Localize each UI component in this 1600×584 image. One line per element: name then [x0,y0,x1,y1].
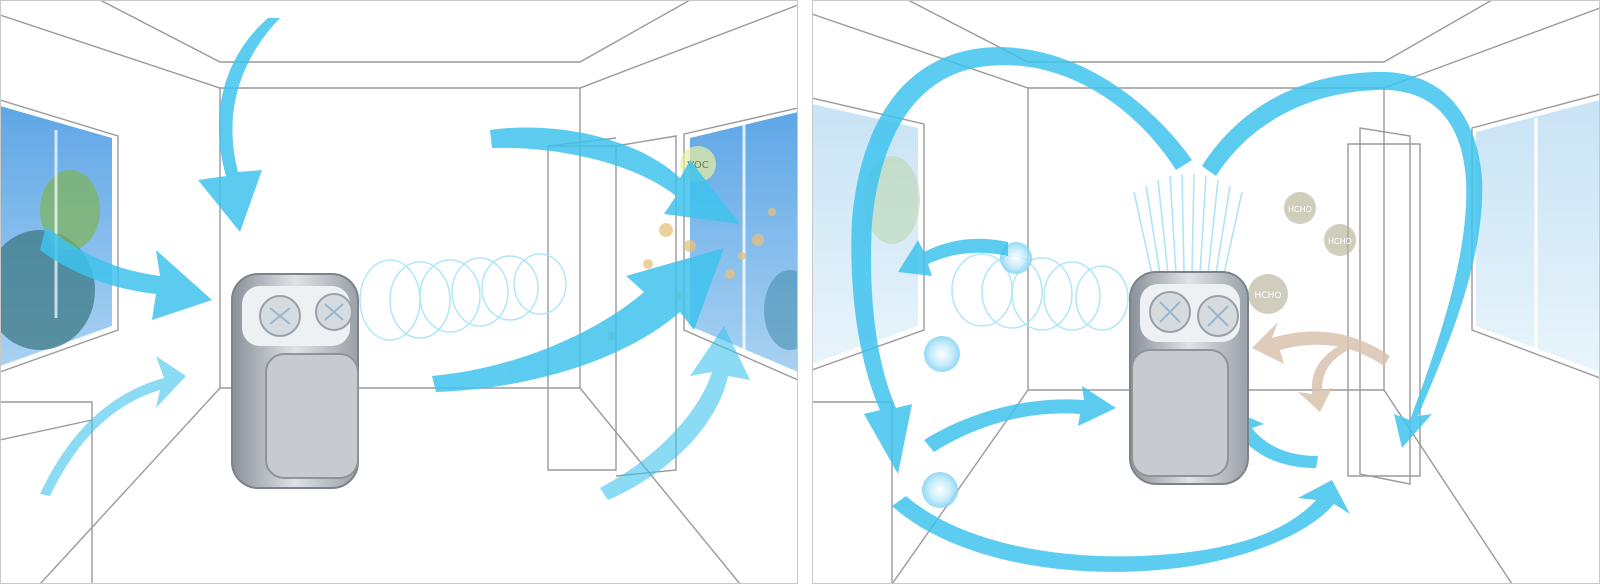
left-scene-illustration: VOC [0,0,798,584]
svg-text:HCHO: HCHO [1288,205,1312,214]
clean-air-bubbles [922,242,1032,508]
svg-text:HCHO: HCHO [1328,237,1352,246]
air-purifier-device [1129,271,1249,485]
output-arrows [432,127,750,500]
air-burst [1133,173,1243,275]
svg-text:HCHO: HCHO [1255,291,1282,301]
air-purifier-device [231,273,359,489]
hcho-particles: HCHO HCHO HCHO [1248,192,1356,314]
airflow-stream [359,253,567,341]
window-right [1476,100,1600,372]
pollutant-arrows [1252,322,1390,412]
left-scene-panel: VOC [0,0,798,584]
airflow-stream [951,253,1129,331]
circulation-arrows [851,47,1483,572]
right-scene-panel: HCHO HCHO HCHO [812,0,1600,584]
window-right [690,112,798,372]
right-scene-illustration: HCHO HCHO HCHO [812,0,1600,584]
intake-arrows [40,18,280,496]
svg-text:VOC: VOC [687,160,709,171]
